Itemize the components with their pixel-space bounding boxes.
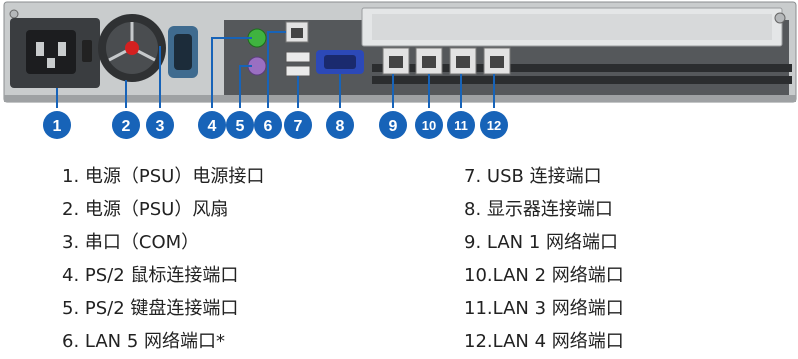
callout-11: 11	[447, 111, 475, 139]
callout-badges: 1 2 3 4 5 6 7 8	[43, 111, 508, 139]
legend-item: 9. LAN 1 网络端口	[464, 232, 619, 253]
callout-3: 3	[146, 111, 174, 139]
callout-8-label: 8	[336, 118, 345, 135]
screw-icon	[774, 12, 786, 24]
callout-2: 2	[112, 111, 140, 139]
legend-item: 10.LAN 2 网络端口	[464, 265, 624, 286]
legend-item: 12.LAN 4 网络端口	[464, 331, 624, 352]
callout-4: 4	[198, 111, 226, 139]
psu-power-inlet	[10, 18, 100, 88]
serial-com-port	[168, 26, 198, 78]
callout-4-label: 4	[208, 118, 217, 135]
callout-7: 7	[284, 111, 312, 139]
callout-9-label: 9	[389, 118, 398, 135]
callout-1-label: 1	[53, 118, 62, 135]
psu-fan	[98, 14, 166, 82]
callout-3-label: 3	[156, 118, 165, 135]
legend-right-column: 7. USB 连接端口 8. 显示器连接端口 9. LAN 1 网络端口 10.…	[464, 160, 624, 358]
callout-10-label: 10	[422, 118, 436, 133]
legend-left-column: 1. 电源（PSU）电源接口 2. 电源（PSU）风扇 3. 串口（COM） 4…	[62, 160, 264, 358]
legend-item: 8. 显示器连接端口	[464, 199, 613, 220]
legend-item: 2. 电源（PSU）风扇	[62, 199, 229, 220]
callout-9: 9	[379, 111, 407, 139]
server-chassis	[3, 1, 797, 103]
callout-1: 1	[43, 111, 71, 139]
vga-port	[316, 50, 364, 74]
legend-item: 1. 电源（PSU）电源接口	[62, 166, 265, 187]
callout-11-label: 11	[454, 118, 468, 133]
callout-5: 5	[226, 111, 254, 139]
usb-ports	[285, 51, 311, 77]
legend-item: 6. LAN 5 网络端口*	[62, 331, 226, 352]
screw-icon	[9, 9, 19, 19]
vent-grid	[372, 64, 792, 84]
callout-7-label: 7	[294, 118, 303, 135]
callout-12: 12	[480, 111, 508, 139]
legend-item: 4. PS/2 鼠标连接端口	[62, 265, 239, 286]
lan5-port	[285, 21, 309, 43]
callout-2-label: 2	[122, 118, 131, 135]
legend-item: 3. 串口（COM）	[62, 232, 200, 253]
legend-item: 11.LAN 3 网络端口	[464, 298, 624, 319]
legend-item: 5. PS/2 键盘连接端口	[62, 298, 239, 319]
callout-12-label: 12	[487, 118, 501, 133]
callout-8: 8	[326, 111, 354, 139]
callout-leader-lines	[56, 31, 495, 108]
legend-item: 7. USB 连接端口	[464, 166, 602, 187]
callout-6-label: 6	[264, 118, 273, 135]
callout-5-label: 5	[236, 118, 245, 135]
callout-10: 10	[415, 111, 443, 139]
callout-6: 6	[254, 111, 282, 139]
